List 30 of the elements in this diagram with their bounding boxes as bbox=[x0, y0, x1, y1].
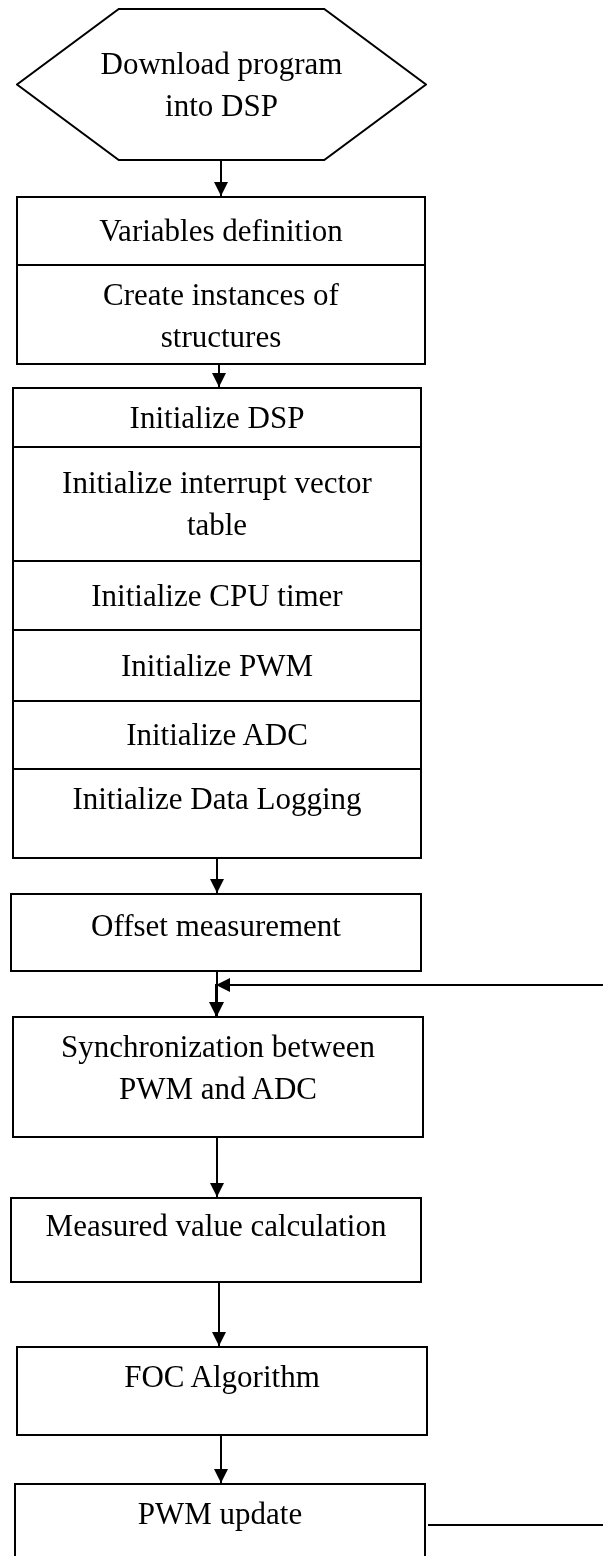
arrow bbox=[210, 1137, 224, 1198]
step-text: Initialize Data Logging bbox=[72, 780, 362, 818]
step-text: Initialize DSP bbox=[129, 398, 305, 437]
step-text: Initialize PWM bbox=[121, 646, 313, 685]
process-box bbox=[12, 1016, 424, 1138]
step-text: Synchronization between PWM and ADC bbox=[59, 1028, 377, 1108]
step-text: Initialize CPU timer bbox=[91, 576, 343, 615]
arrow bbox=[212, 1282, 226, 1347]
step-text: Initialize ADC bbox=[126, 716, 308, 754]
arrow bbox=[212, 364, 226, 388]
arrow bbox=[210, 858, 224, 894]
step-text: Variables definition bbox=[99, 212, 343, 250]
start-hexagon bbox=[16, 8, 427, 161]
step-text: Initialize interrupt vector table bbox=[61, 464, 373, 544]
process-box bbox=[12, 387, 422, 859]
step-text: Offset measurement bbox=[91, 907, 341, 945]
process-box bbox=[16, 196, 426, 365]
step-text: FOC Algorithm bbox=[124, 1358, 320, 1396]
arrow bbox=[214, 1435, 228, 1484]
connector-line bbox=[427, 1524, 603, 1526]
process-box bbox=[16, 1346, 428, 1436]
process-box bbox=[14, 1483, 426, 1556]
step-text: Download program into DSP bbox=[99, 44, 344, 125]
arrow bbox=[214, 160, 228, 197]
process-box bbox=[10, 1197, 422, 1283]
process-box bbox=[10, 893, 422, 972]
step-text: Create instances of structures bbox=[102, 275, 340, 356]
step-text: Measured value calculation bbox=[45, 1207, 387, 1245]
arrow bbox=[209, 978, 603, 1017]
step-text: PWM update bbox=[137, 1495, 303, 1533]
